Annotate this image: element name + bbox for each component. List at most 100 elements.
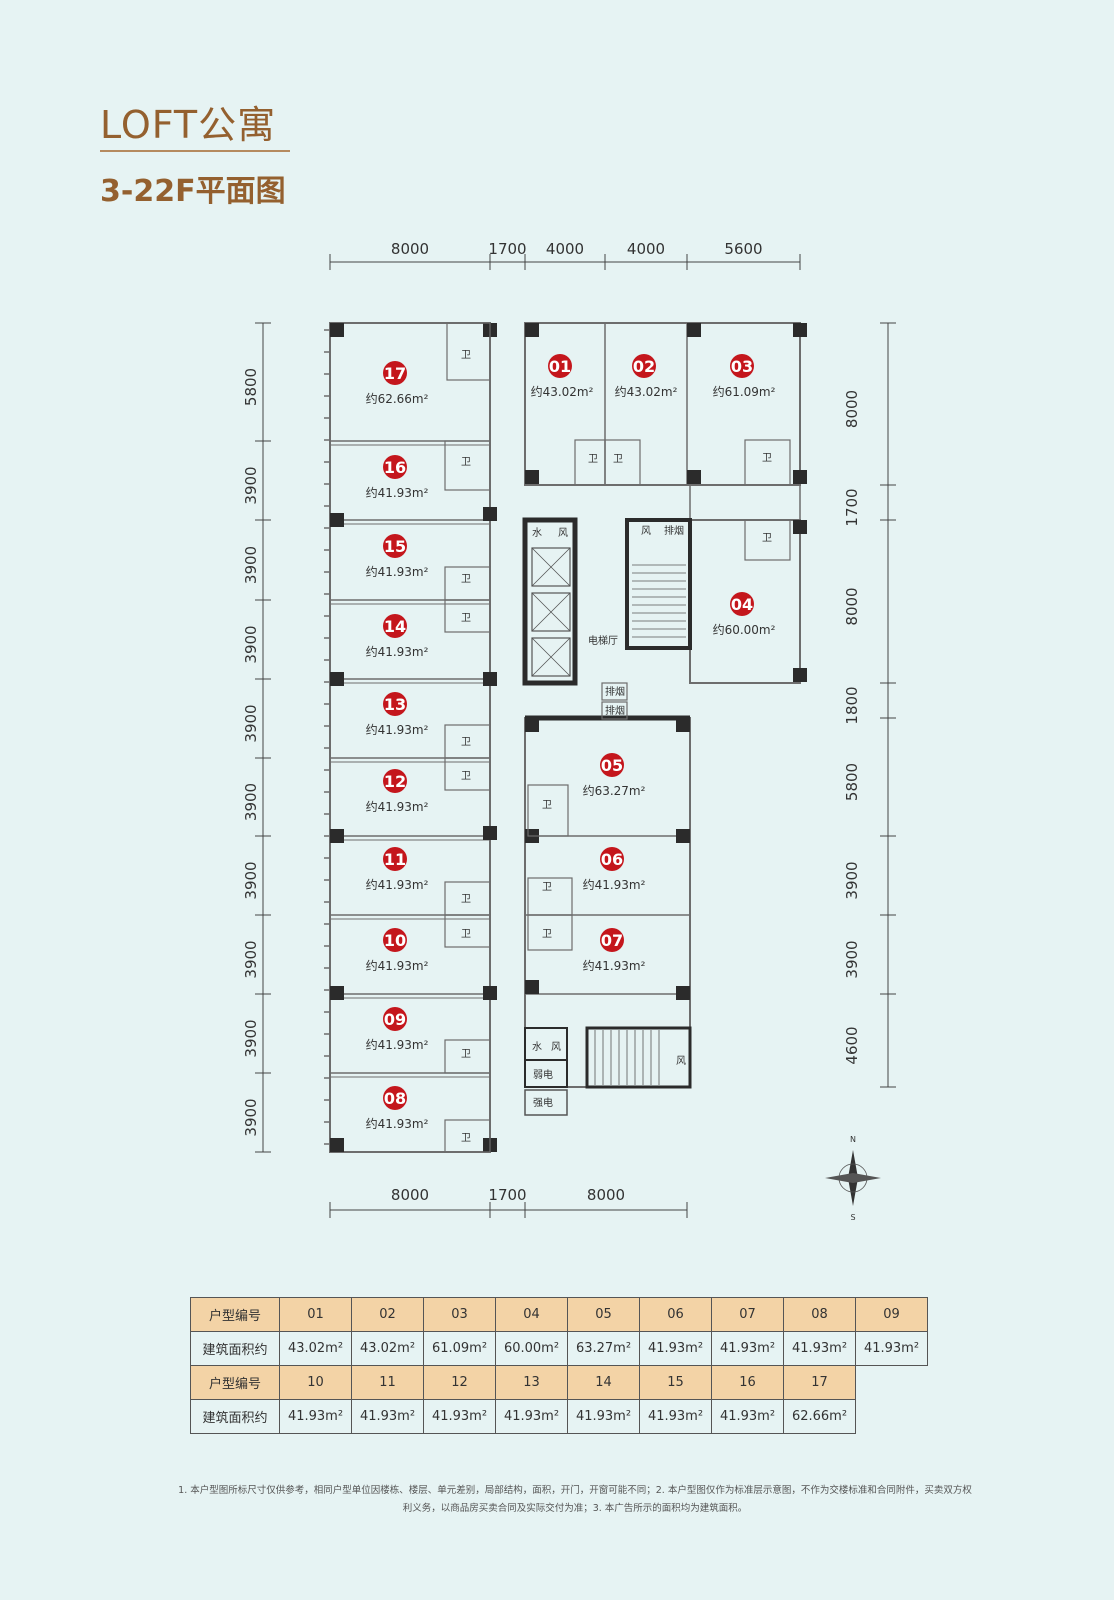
elevator-cross xyxy=(531,637,571,677)
elevator-cross xyxy=(531,592,571,632)
row-header: 户型编号 xyxy=(190,1297,280,1332)
dimension-label: 3900 xyxy=(242,704,260,742)
unit-badge xyxy=(600,753,624,777)
bathroom-label: 卫 xyxy=(542,800,552,811)
bathroom xyxy=(444,1119,491,1153)
dimension-label: 3900 xyxy=(242,1019,260,1057)
table-cell: 11 xyxy=(351,1365,424,1400)
unit-badge xyxy=(383,361,407,385)
unit-badge xyxy=(383,847,407,871)
bathroom-label: 卫 xyxy=(461,1133,471,1144)
water-room-label: 水 xyxy=(532,527,542,539)
table-cell: 41.93m² xyxy=(351,1399,424,1434)
dimension-label: 8000 xyxy=(391,1186,429,1204)
empty-cell xyxy=(856,1366,928,1400)
structural-column xyxy=(676,829,690,843)
unit-area: 约43.02m² xyxy=(531,384,594,399)
dimension-label: 3900 xyxy=(242,861,260,899)
unit-number: 15 xyxy=(384,537,406,556)
unit-badge xyxy=(383,1086,407,1110)
unit-area: 约41.93m² xyxy=(583,958,646,973)
table-cell: 07 xyxy=(711,1297,784,1332)
bathroom xyxy=(444,914,491,948)
smoke-exhaust-label: 排烟 xyxy=(664,524,684,537)
bathroom xyxy=(444,440,491,491)
table-cell: 62.66m² xyxy=(783,1399,856,1434)
unit-area: 约41.93m² xyxy=(366,722,429,737)
row-header: 建筑面积约 xyxy=(190,1331,280,1366)
bathroom xyxy=(444,599,491,633)
unit-badge xyxy=(600,928,624,952)
bathroom xyxy=(604,439,641,486)
table-cell: 41.93m² xyxy=(495,1399,568,1434)
dimension-label: 8000 xyxy=(843,390,861,428)
unit-number: 10 xyxy=(384,931,406,950)
unit-area: 约41.93m² xyxy=(366,1037,429,1052)
unit-number: 17 xyxy=(384,364,406,383)
unit-area: 约43.02m² xyxy=(615,384,678,399)
unit-area: 约41.93m² xyxy=(366,877,429,892)
unit-badge xyxy=(383,614,407,638)
unit-area: 约41.93m² xyxy=(583,877,646,892)
elevator-lobby-label: 电梯厅 xyxy=(588,634,618,647)
structural-column xyxy=(793,323,807,337)
dimension-label: 3900 xyxy=(843,940,861,978)
unit-badge xyxy=(600,847,624,871)
table-cell: 43.02m² xyxy=(279,1331,352,1366)
structural-column xyxy=(793,668,807,682)
table-cell: 41.93m² xyxy=(855,1331,928,1366)
water-room-label: 水 xyxy=(532,1041,542,1053)
structural-column xyxy=(793,470,807,484)
structural-column xyxy=(687,470,701,484)
table-cell: 63.27m² xyxy=(567,1331,640,1366)
unit-area: 约63.27m² xyxy=(583,783,646,798)
stair-core-south xyxy=(585,1026,692,1089)
dimension-label: 4600 xyxy=(843,1026,861,1064)
dimension-label: 5600 xyxy=(724,240,762,258)
table-cell: 41.93m² xyxy=(423,1399,496,1434)
dimension-label: 8000 xyxy=(391,240,429,258)
dimension-label: 5800 xyxy=(242,368,260,406)
unit-badge xyxy=(730,354,754,378)
bathroom-label: 卫 xyxy=(461,1049,471,1060)
bathroom-label: 卫 xyxy=(461,574,471,585)
stair-core xyxy=(625,518,692,650)
building-outline-top-right xyxy=(524,322,801,486)
structural-column xyxy=(483,672,497,686)
strong-current-room-label: 强电 xyxy=(533,1096,553,1109)
table-cell: 41.93m² xyxy=(711,1331,784,1366)
elevator-cross xyxy=(531,547,571,587)
bathroom xyxy=(527,784,569,837)
dimension-label: 1700 xyxy=(488,240,526,258)
unit-number: 16 xyxy=(384,458,406,477)
dimension-label: 1800 xyxy=(843,686,861,724)
unit-badge xyxy=(383,1007,407,1031)
bathroom-label: 卫 xyxy=(461,894,471,905)
unit-number: 08 xyxy=(384,1089,406,1108)
structural-column xyxy=(483,826,497,840)
unit-number: 03 xyxy=(731,357,753,376)
structural-column xyxy=(483,986,497,1000)
bathroom xyxy=(744,439,791,486)
unit-number: 02 xyxy=(633,357,655,376)
unit-badge xyxy=(383,928,407,952)
unit-badge xyxy=(548,354,572,378)
row-header: 建筑面积约 xyxy=(190,1399,280,1434)
dimension-label: 3900 xyxy=(242,1098,260,1136)
bathroom-label: 卫 xyxy=(613,454,623,465)
unit-badge xyxy=(632,354,656,378)
dimension-label: 3900 xyxy=(242,625,260,663)
table-cell: 41.93m² xyxy=(711,1399,784,1434)
dimension-label: 4000 xyxy=(546,240,584,258)
dimension-label: 1700 xyxy=(843,488,861,526)
table-cell: 14 xyxy=(567,1365,640,1400)
structural-column xyxy=(330,986,344,1000)
bathroom xyxy=(527,914,573,951)
bathroom-label: 卫 xyxy=(461,613,471,624)
unit-area: 约41.93m² xyxy=(366,958,429,973)
dimension-label: 1700 xyxy=(488,1186,526,1204)
page-title: LOFT公寓 xyxy=(100,103,277,147)
service-room xyxy=(524,1089,568,1116)
